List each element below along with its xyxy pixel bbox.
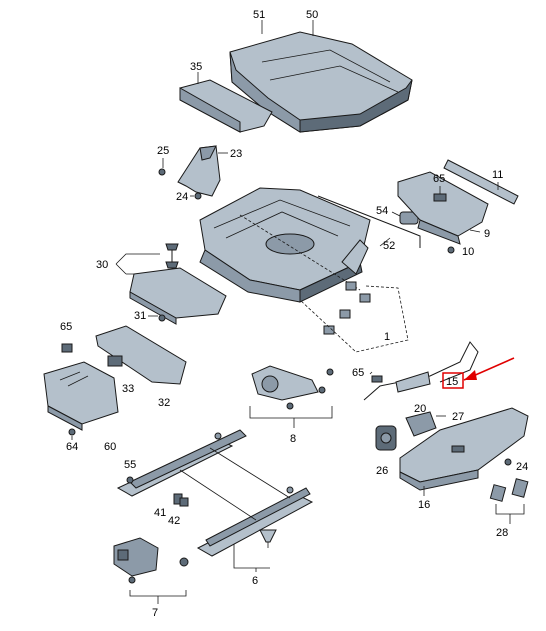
callout-26: 26 [376, 465, 388, 477]
callout-labels: 51 50 35 25 23 24 11 65 54 9 52 10 30 31… [60, 9, 528, 619]
screw-icon [158, 168, 166, 176]
callout-28: 28 [496, 527, 508, 539]
callout-41: 41 [154, 507, 166, 519]
callout-11: 11 [492, 169, 503, 181]
bolt-icon [318, 386, 326, 394]
callout-31: 31 [134, 310, 146, 322]
callout-42: 42 [168, 515, 180, 527]
wiring-harness [363, 341, 479, 401]
callout-16: 16 [418, 499, 430, 511]
clip-group [165, 243, 179, 269]
front-cushion-pad [179, 79, 273, 133]
side-trim-bracket [177, 145, 221, 197]
seat-side-trim [399, 407, 529, 491]
callout-51: 51 [253, 9, 265, 21]
clip-65c-icon [371, 375, 383, 383]
callout-23: 23 [230, 148, 242, 160]
bolt-icon [326, 368, 334, 376]
clip-icon [194, 192, 202, 200]
callout-55: 55 [124, 459, 136, 471]
callout-27: 27 [452, 411, 464, 423]
screw-64-icon [68, 428, 76, 436]
callout-64: 64 [66, 441, 78, 453]
screw-24-icon [504, 458, 512, 466]
bracket-33-icon [107, 355, 123, 367]
switch-caps [489, 478, 529, 502]
callout-65b: 65 [60, 321, 72, 333]
callout-32: 32 [158, 397, 170, 409]
callout-6: 6 [252, 575, 258, 587]
callout-15: 15 [446, 376, 458, 388]
callout-50: 50 [306, 9, 318, 21]
seat-cushion-cover [229, 31, 413, 133]
seat-switch [405, 411, 437, 437]
callout-24b: 24 [516, 461, 528, 473]
bolt-icon [179, 557, 189, 567]
callout-9: 9 [484, 228, 490, 240]
screw-55-icon [126, 476, 134, 484]
callout-65a: 65 [433, 173, 445, 185]
rail-rod [443, 159, 519, 205]
seat-rail-assembly [116, 429, 314, 557]
callout-52: 52 [383, 240, 395, 252]
bolt-icon [447, 246, 455, 254]
callout-54: 54 [376, 205, 388, 217]
recliner-mechanism [251, 365, 319, 401]
callout-10: 10 [462, 246, 474, 258]
bowden-wire [317, 195, 421, 248]
storage-drawer [43, 361, 119, 431]
pin-42-icon [179, 497, 189, 507]
callout-33: 33 [122, 383, 134, 395]
pins-group [323, 281, 371, 335]
callout-60: 60 [104, 441, 116, 453]
nut-icon [158, 314, 166, 322]
front-trim-panel [95, 325, 187, 385]
callout-24a: 24 [176, 191, 188, 203]
callout-65c: 65 [352, 367, 364, 379]
seat-frame [199, 187, 371, 303]
switch-knob [375, 425, 397, 451]
bolt-icon [286, 402, 294, 410]
callout-20: 20 [414, 403, 426, 415]
highlight-marker [442, 357, 515, 389]
callout-1: 1 [384, 331, 390, 343]
rail-foot [259, 529, 277, 543]
clip-65-icon [61, 343, 73, 353]
callout-30: 30 [96, 259, 108, 271]
bolt-icon [128, 576, 136, 584]
callout-7: 7 [152, 607, 158, 619]
callout-8: 8 [290, 433, 296, 445]
seat-motor [113, 537, 159, 577]
callout-35: 35 [190, 61, 202, 73]
height-adjuster [397, 171, 489, 245]
callout-25: 25 [157, 145, 169, 157]
